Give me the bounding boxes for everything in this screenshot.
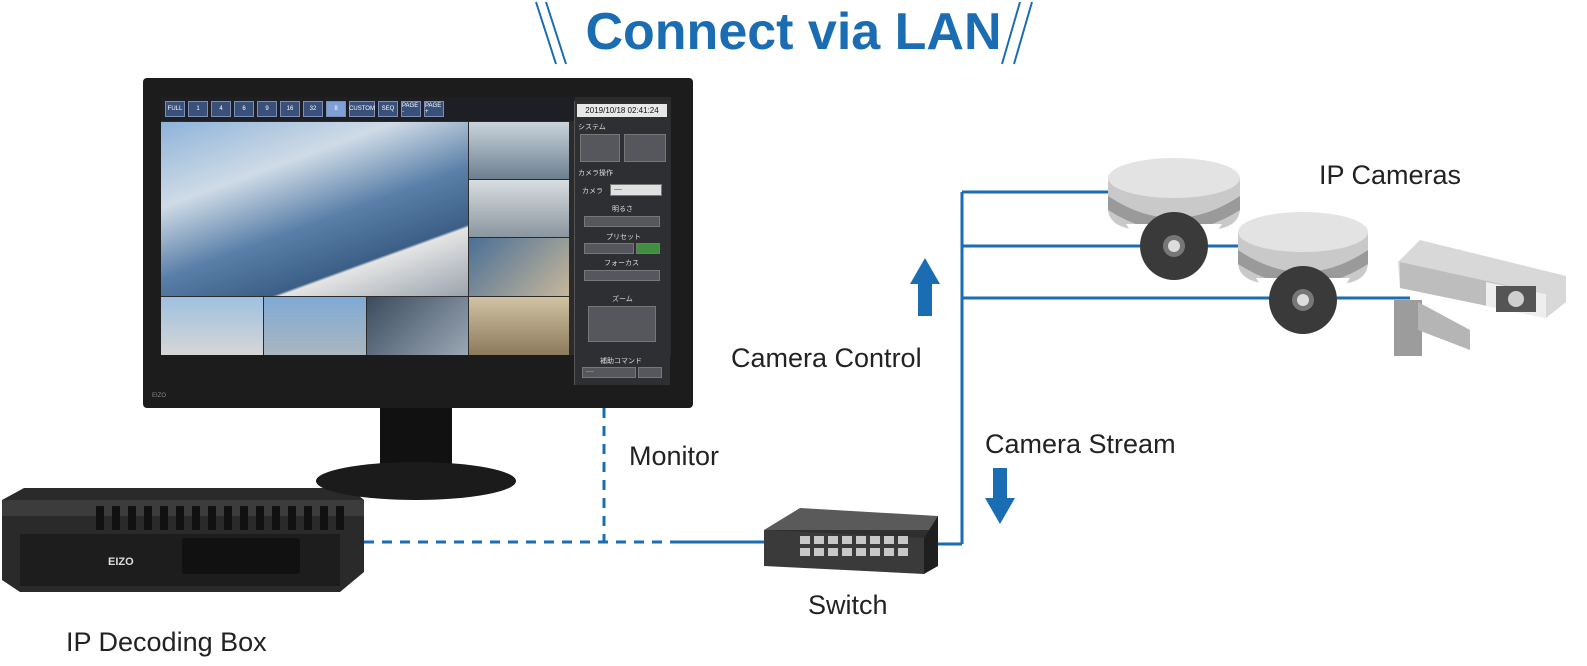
switch-port (898, 536, 908, 544)
preset-select[interactable] (584, 243, 634, 254)
box-vent-fin (304, 506, 312, 530)
switch-port (870, 548, 880, 556)
toolbar-button-4[interactable]: 4 (211, 101, 231, 117)
title-slash-left-1 (535, 1, 557, 65)
video-tile-8[interactable] (469, 297, 569, 355)
aux-command-select[interactable]: ---- (582, 367, 636, 378)
toolbar-button-page-prev[interactable]: PAGE - (401, 101, 421, 117)
switch-port (828, 548, 838, 556)
box-brand: EIZO (108, 556, 134, 568)
aux-command-label: 補助コマンド (600, 358, 642, 365)
timestamp: 2019/10/18 02:41:24 (577, 104, 667, 117)
dome-camera-2-icon (1238, 212, 1368, 334)
switch-port (870, 536, 880, 544)
switch-port (814, 536, 824, 544)
video-tile-5[interactable] (161, 297, 263, 355)
system-label: システム (578, 124, 606, 131)
focus-control[interactable] (584, 270, 660, 281)
title-slash-left-2 (545, 1, 567, 65)
zoom-label: ズーム (612, 296, 633, 303)
camera-select[interactable]: ---- (610, 184, 662, 196)
focus-label: フォーカス (604, 260, 639, 267)
brightness-control[interactable] (584, 216, 660, 227)
toolbar-button-6[interactable]: 6 (234, 101, 254, 117)
label-ip-decoding-box: IP Decoding Box (66, 627, 267, 657)
title-slash-right-1 (1001, 1, 1021, 65)
label-camera-stream: Camera Stream (985, 429, 1176, 459)
video-tile-2[interactable] (469, 122, 569, 179)
bullet-camera-icon (1394, 240, 1566, 356)
video-tile-7[interactable] (367, 297, 468, 355)
switch-port (828, 536, 838, 544)
box-vent-fin (192, 506, 200, 530)
switch-port (856, 548, 866, 556)
switch-port (884, 548, 894, 556)
toolbar-button-full[interactable]: FULL (165, 101, 185, 117)
box-vent-fin (240, 506, 248, 530)
box-vent-fin (128, 506, 136, 530)
title-slash-right-2 (1013, 1, 1033, 65)
user-icon[interactable] (580, 134, 620, 162)
box-vent-fin (112, 506, 120, 530)
arrow-down-icon (985, 468, 1015, 524)
gear-icon[interactable] (624, 134, 666, 162)
box-vent-fin (224, 506, 232, 530)
toolbar-button-1[interactable]: 1 (188, 101, 208, 117)
preset-go-button[interactable] (636, 243, 660, 254)
video-tile-6[interactable] (264, 297, 366, 355)
box-vent-fin (336, 506, 344, 530)
switch-port (814, 548, 824, 556)
toolbar-button-custom[interactable]: CUSTOM (349, 101, 375, 117)
video-tile-4[interactable] (469, 238, 569, 296)
video-tile-3[interactable] (469, 180, 569, 237)
toolbar-button-9[interactable]: 9 (257, 101, 277, 117)
box-vent-fin (288, 506, 296, 530)
label-monitor: Monitor (629, 441, 720, 471)
ptz-pad[interactable] (588, 306, 656, 342)
arrow-up-icon (910, 258, 940, 316)
camera-label: カメラ (582, 188, 603, 195)
dome-camera-1-icon (1108, 158, 1240, 280)
box-vent-fin (160, 506, 168, 530)
box-vent-fin (144, 506, 152, 530)
switch-port (856, 536, 866, 544)
switch-port (884, 536, 894, 544)
label-switch: Switch (808, 590, 888, 620)
switch-port (842, 548, 852, 556)
switch-port (800, 536, 810, 544)
box-vent-fin (256, 506, 264, 530)
aux-command-button[interactable] (638, 367, 662, 378)
toolbar-button-seq[interactable]: SEQ (378, 101, 398, 117)
monitor-base (316, 462, 516, 500)
camera-op-label: カメラ操作 (578, 170, 613, 177)
box-vent-fin (272, 506, 280, 530)
video-tile-main[interactable] (161, 122, 468, 296)
box-vent-fin (320, 506, 328, 530)
box-vent-fin (96, 506, 104, 530)
switch-port (842, 536, 852, 544)
switch-port (800, 548, 810, 556)
toolbar-button-page-next[interactable]: PAGE + (424, 101, 444, 117)
label-camera-control: Camera Control (731, 343, 922, 373)
monitor-brand: EIZO (152, 393, 167, 399)
page-title: Connect via LAN (585, 3, 1002, 61)
switch-port (898, 548, 908, 556)
ip-decoding-box-icon (2, 488, 364, 592)
box-vent-fin (208, 506, 216, 530)
toolbar-button-32[interactable]: 32 (303, 101, 323, 117)
preset-label: プリセット (606, 234, 641, 241)
brightness-label: 明るさ (612, 206, 633, 213)
toolbar-button-16[interactable]: 16 (280, 101, 300, 117)
toolbar-button-8[interactable]: 8 (326, 101, 346, 117)
label-ip-cameras: IP Cameras (1319, 160, 1462, 190)
box-vent-fin (176, 506, 184, 530)
layout-toolbar: FULL 1 4 6 9 16 32 8 CUSTOM SEQ PAGE - P… (161, 97, 575, 121)
